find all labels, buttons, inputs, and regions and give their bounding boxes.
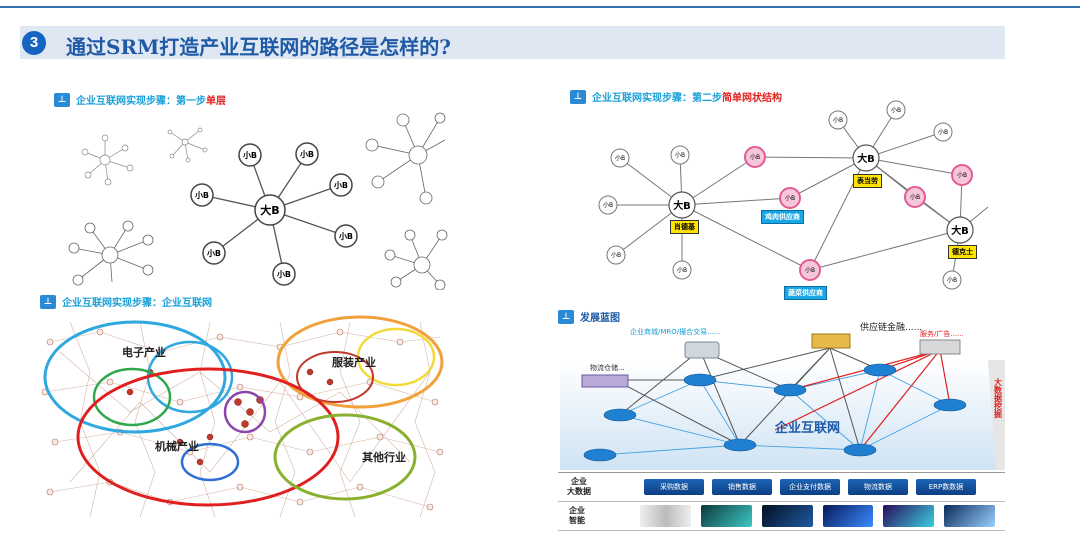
ai-image-6 [944, 505, 995, 527]
small-b-node: 小B [276, 269, 291, 279]
step1-label-text: 企业互联网实现步骤：第一步 [76, 96, 206, 107]
cell-purchase-data: 采购数据 [644, 479, 704, 495]
small-b-node: 小B [194, 190, 209, 200]
tag-chicken-supplier: 鸡肉供应商 [761, 210, 804, 224]
step3-label-text: 企业互联网实现步骤：企业互联网 [62, 298, 212, 309]
finance-label: 供应链金融...... [860, 321, 922, 333]
ecommerce-label: 企业商城/MRO/撮合交易...... [630, 327, 720, 336]
small-b-node: 小B [299, 149, 314, 159]
section-number-badge: 3 [22, 31, 46, 55]
step2-highlight: 简单网状结构 [722, 93, 782, 104]
cluster-label-other: 其他行业 [362, 450, 406, 464]
step2-label-text: 企业互联网实现步骤：第二步 [592, 93, 722, 104]
pin-icon: ⊥ [558, 309, 574, 324]
data-intelligence-table: 企业 大数据 采购数据 销售数据 企业支付数据 物流数据 ERP数数据 企业 智… [558, 472, 1005, 531]
cluster-label-machinery: 机械产业 [155, 439, 199, 453]
table-row-big-data: 企业 大数据 采购数据 销售数据 企业支付数据 物流数据 ERP数数据 [558, 473, 1005, 502]
small-b-node: 小B [785, 194, 795, 202]
mini-star-right-top [365, 112, 446, 205]
cell-erp-data: ERP数数据 [916, 479, 976, 495]
step3-label: ⊥ 企业互联网实现步骤：企业互联网 [40, 294, 212, 309]
small-b-node: 小B [338, 231, 353, 241]
small-b-node: 小B [750, 153, 760, 161]
small-b-node: 小B [891, 106, 901, 114]
mini-star-top [167, 127, 208, 163]
small-b-node: 小B [677, 266, 687, 274]
small-b-node: 小B [805, 266, 815, 274]
enterprise-internet-cluster-diagram: 电子产业 服装产业 机械产业 其他行业 [41, 315, 444, 518]
tag-veg-supplier: 蔬菜供应商 [784, 286, 827, 300]
tag-mcd: 表当劳 [853, 174, 882, 188]
pin-icon: ⊥ [570, 89, 586, 104]
service-label: 服务/广告...... [920, 329, 964, 338]
ai-image-5 [883, 505, 935, 527]
mini-star-right-bottom [384, 229, 448, 290]
side-text: 大数据挖掘 [993, 377, 1003, 419]
mesh-network-diagram: 大B 大B 大B 小B 小B 小B 小B 小B 小B 小B 小B 小B 小B 小… [598, 100, 989, 290]
people-icon [919, 339, 961, 355]
mini-star-left [81, 134, 134, 186]
network-label: 企业互联网 [774, 420, 840, 436]
gold-bars-icon [811, 333, 851, 349]
cell-payment-data: 企业支付数据 [780, 479, 840, 495]
small-b-node: 小B [603, 201, 613, 209]
small-b-node: 小B [910, 193, 920, 201]
cell-sales-data: 销售数据 [712, 479, 772, 495]
step1-highlight: 单层 [206, 96, 226, 107]
small-b-node: 小B [957, 171, 967, 179]
logistics-label: 物流仓储... [590, 363, 625, 372]
tag-dicos: 德克士 [948, 245, 977, 259]
ai-image-3 [761, 505, 813, 527]
mini-star-bottom-left [68, 220, 154, 286]
small-b-node: 小B [938, 128, 948, 136]
cluster-label-electronics: 电子产业 [122, 345, 166, 359]
ai-image-1 [640, 505, 691, 527]
pin-icon: ⊥ [40, 294, 56, 309]
small-b-node: 小B [615, 154, 625, 162]
step1-label: ⊥ 企业互联网实现步骤：第一步单层 [54, 92, 226, 107]
small-b-node: 小B [947, 276, 957, 284]
big-b-node: 大B [951, 224, 969, 237]
row-head-big-data: 企业 大数据 [567, 477, 591, 496]
cell-logistics-data: 物流数据 [848, 479, 908, 495]
pin-icon: ⊥ [54, 92, 70, 107]
blueprint-label: ⊥ 发展蓝图 [558, 309, 620, 324]
top-divider-line [0, 6, 1080, 8]
blueprint-label-text: 发展蓝图 [580, 313, 620, 324]
ai-image-4 [822, 505, 874, 527]
small-b-node: 小B [206, 248, 221, 258]
tag-kfc: 肖德基 [670, 220, 699, 234]
small-b-node: 小B [675, 151, 685, 159]
big-b-node: 大B [673, 199, 691, 212]
big-b-node: 大B [260, 203, 279, 217]
section-header-bar [20, 26, 1005, 59]
row-head-intelligence: 企业 智能 [569, 506, 586, 525]
development-blueprint-diagram: 企业互联网 供应链金融...... 企业商城/MRO/撮合交易...... 服务… [560, 321, 1005, 470]
warehouse-icon [581, 374, 629, 388]
single-layer-star-diagram: 大B 小B 小B 小B 小B 小B 小B 小B [68, 112, 448, 290]
big-b-node: 大B [857, 152, 875, 165]
shopping-cart-icon [684, 341, 720, 359]
small-b-node: 小B [242, 150, 257, 160]
step2-label: ⊥ 企业互联网实现步骤：第二步简单网状结构 [570, 89, 782, 104]
small-b-node: 小B [833, 116, 843, 124]
small-b-node: 小B [333, 180, 348, 190]
cluster-label-apparel: 服装产业 [332, 355, 376, 369]
ai-image-2 [700, 505, 752, 527]
table-row-intelligence: 企业 智能 [558, 502, 1005, 531]
side-arrow [988, 360, 1005, 470]
section-title: 通过SRM打造产业互联网的路径是怎样的? [66, 35, 451, 59]
small-b-node: 小B [611, 251, 621, 259]
